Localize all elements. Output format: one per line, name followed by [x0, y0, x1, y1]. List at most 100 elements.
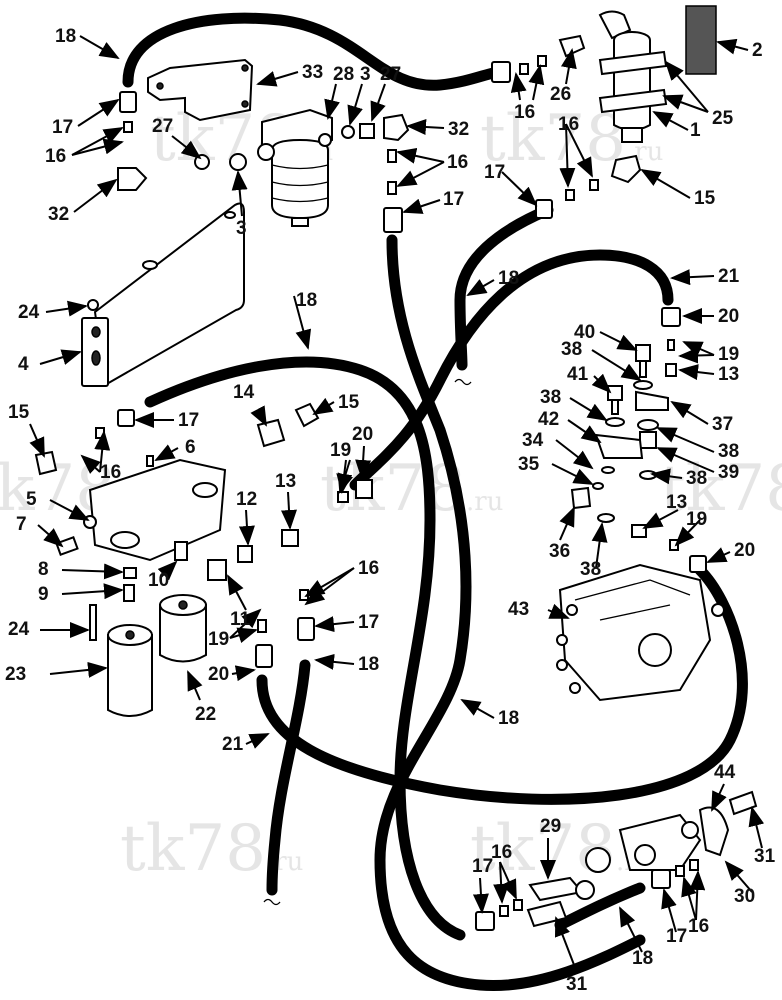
- leader-arrow: [49, 499, 90, 521]
- pump-43-outlet-2: [556, 634, 568, 646]
- callout-37: 37: [712, 414, 733, 435]
- elbow-15-left: [34, 450, 58, 476]
- pad-2: [685, 5, 717, 75]
- secondary-filter-head: [34, 409, 227, 562]
- callout-12: 12: [236, 489, 257, 510]
- leader-arrow: [71, 138, 124, 156]
- washer-38-a: [633, 380, 653, 390]
- fitting-12: [237, 545, 253, 563]
- callout-18: 18: [296, 290, 317, 311]
- sleeve-19-lower: [257, 619, 267, 633]
- pump-43-outlet-1: [566, 604, 578, 616]
- leader-arrow: [554, 916, 577, 971]
- nut-17-center: [383, 207, 403, 233]
- pump-fittings: [570, 307, 707, 573]
- break-mark-1: [454, 378, 472, 386]
- callout-24: 24: [8, 619, 30, 640]
- leader-arrow: [499, 861, 517, 900]
- callout-16: 16: [558, 114, 579, 135]
- callout-19: 19: [718, 344, 739, 365]
- leader-arrow: [256, 71, 299, 87]
- callout-31: 31: [754, 846, 776, 867]
- leader-arrow: [670, 269, 715, 286]
- callout-13: 13: [275, 471, 296, 492]
- leader-arrow: [314, 616, 355, 633]
- hose-21-upper: [349, 249, 674, 491]
- pump-43-edge-2: [599, 604, 671, 621]
- leader-arrow: [656, 447, 715, 473]
- leader-arrow: [501, 171, 538, 207]
- hose-18-top: [122, 12, 506, 91]
- leader-arrow: [250, 405, 267, 427]
- leader-arrow: [547, 603, 570, 619]
- fitting-13-lower: [631, 524, 647, 538]
- pipe-30: [698, 806, 730, 857]
- callout-23: 23: [5, 664, 26, 685]
- sleeve-16-bottom-right-a: [675, 865, 685, 877]
- washer-38-c: [605, 417, 625, 427]
- callout-33: 33: [302, 62, 323, 83]
- leader-arrow: [682, 341, 715, 357]
- nut-27-right: [359, 123, 375, 139]
- hose-18-center-down: [374, 234, 646, 992]
- leader-arrow: [569, 397, 608, 422]
- washer-27-left: [194, 154, 210, 170]
- nut-20-lower: [255, 644, 273, 668]
- callout-14: 14: [233, 382, 255, 403]
- leader-arrow: [157, 560, 178, 581]
- leader-arrow: [396, 161, 445, 187]
- sleeve-16-bottom-a: [499, 905, 509, 917]
- leader-arrow: [706, 547, 731, 563]
- callout-17: 17: [666, 926, 687, 947]
- leader-arrow: [61, 583, 124, 600]
- leader-arrow: [231, 170, 248, 217]
- leader-arrow: [466, 279, 495, 296]
- callout-17: 17: [52, 117, 73, 138]
- upper-bracket-hole-2: [241, 64, 249, 72]
- sleeve-16-bottom-b: [513, 899, 523, 911]
- callout-9: 9: [38, 584, 49, 605]
- filter-22-body: [159, 604, 207, 663]
- callout-32: 32: [48, 204, 69, 225]
- filter-ring-1: [271, 164, 329, 170]
- leader-arrow: [674, 519, 701, 547]
- lift-pump: [475, 790, 758, 931]
- leader-arrow: [510, 72, 527, 101]
- leader-arrow: [551, 463, 594, 485]
- callout-39: 39: [718, 462, 739, 483]
- nut-17-top-right: [491, 61, 511, 83]
- filter-port-left: [257, 143, 275, 161]
- leader-arrow: [337, 459, 354, 494]
- lift-pump-gear: [585, 847, 611, 873]
- leader-arrow: [565, 123, 593, 178]
- leader-arrow: [154, 444, 179, 461]
- sleeve-16-right-b: [589, 179, 599, 191]
- pump-inlet: [621, 127, 643, 143]
- callout-41: 41: [567, 364, 589, 385]
- leader-arrow: [39, 349, 82, 365]
- break-mark-2: [263, 898, 281, 906]
- sleeve-16-center-a: [387, 149, 397, 163]
- leader-arrow: [29, 423, 45, 458]
- callout-10: 10: [148, 570, 169, 591]
- nut-20-right-lower: [689, 555, 707, 573]
- leader-arrow: [748, 806, 765, 849]
- callout-18: 18: [55, 26, 76, 47]
- leader-arrow: [652, 111, 689, 131]
- leader-arrow: [591, 373, 612, 394]
- callout-30: 30: [734, 886, 755, 907]
- callout-18: 18: [498, 708, 519, 729]
- callout-20: 20: [734, 540, 755, 561]
- pump-43-head: [638, 633, 672, 667]
- leader-arrow: [406, 119, 445, 135]
- elbow-15-top-right: [610, 154, 642, 184]
- leader-arrow: [355, 445, 372, 480]
- leader-arrow: [227, 574, 247, 611]
- fitting-15-center: [294, 402, 320, 428]
- callout-21: 21: [222, 734, 244, 755]
- upper-bracket-body: [147, 58, 254, 122]
- filter-head-port-2: [192, 482, 218, 498]
- nut-17-left: [119, 91, 137, 113]
- callout-36: 36: [549, 541, 570, 562]
- leader-arrow: [281, 491, 297, 530]
